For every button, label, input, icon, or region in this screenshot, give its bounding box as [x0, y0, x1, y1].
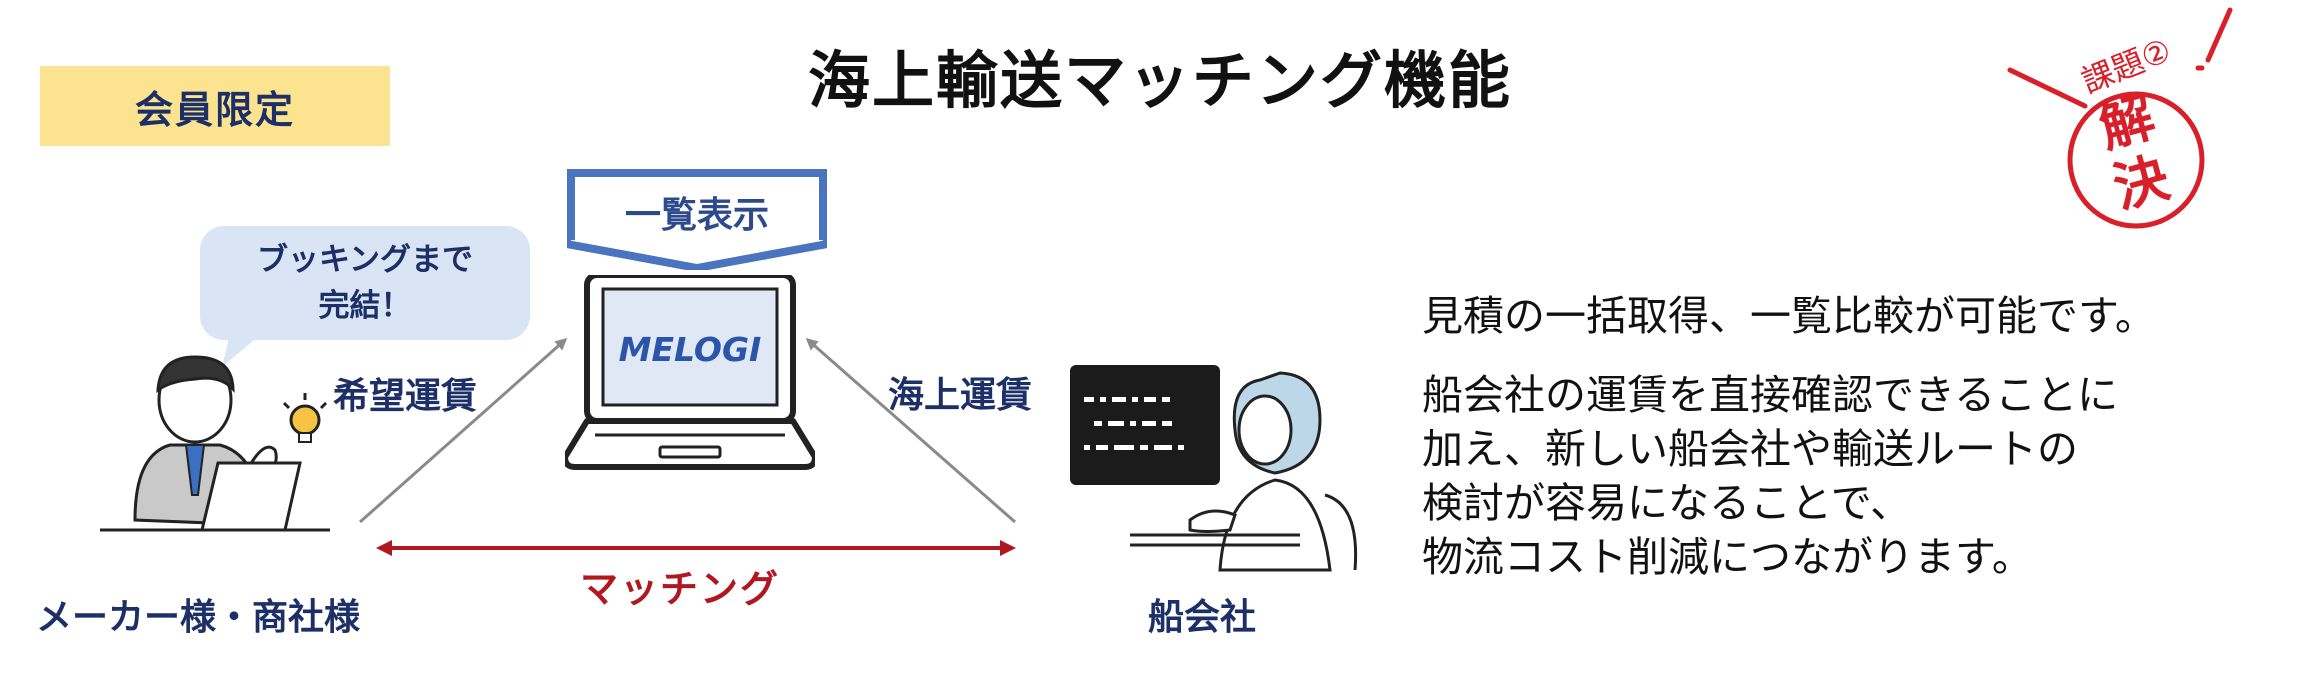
stamp-right-stroke [2205, 7, 2233, 63]
solved-stamp: 課題② 解 決 [2007, 7, 2233, 229]
laptop-illustration: MELOGI [565, 275, 815, 470]
bubble-line-2: 完結！ [318, 288, 412, 324]
ocean-fare-label: 海上運賃 [888, 375, 1033, 416]
booking-speech-bubble: ブッキングまで 完結！ [200, 226, 530, 340]
description-line-4: 物流コスト削減につながります。 [1422, 533, 2033, 581]
maker-trading-company-label: メーカー様・商社様 [36, 597, 361, 638]
list-view-label: 一覧表示 [567, 169, 827, 247]
feature-description: 船会社の運賃を直接確認できることに 加え、新しい船会社や輸送ルートの 検討が容易… [1422, 368, 2118, 584]
description-line-2: 加え、新しい船会社や輸送ルートの [1422, 425, 2078, 473]
laptop-logo: MELOGI [619, 330, 762, 369]
description-line-3: 検討が容易になることで、 [1422, 479, 1912, 527]
list-view-arrow [567, 240, 827, 270]
feature-headline: 見積の一括取得、一覧比較が可能です。 [1422, 292, 2156, 340]
lightbulb-icon [282, 393, 328, 443]
maker-to-platform-arrow [359, 338, 568, 524]
stamp-left-stroke [2007, 67, 2088, 109]
businessman-illustration [100, 355, 330, 532]
bubble-tail [222, 325, 272, 367]
members-only-badge: 会員限定 [40, 66, 390, 146]
stamp-circle [2067, 91, 2205, 229]
page-title: 海上輸送マッチング機能 [807, 44, 1512, 117]
bubble-line-1: ブッキングまで [256, 242, 474, 278]
shipping-staff-illustration [1070, 365, 1358, 572]
desired-fare-label: 希望運賃 [333, 376, 478, 417]
matching-label: マッチング [580, 567, 781, 611]
shipper-to-platform-arrow [805, 338, 1016, 524]
description-line-1: 船会社の運賃を直接確認できることに [1422, 371, 2119, 419]
shipping-company-label: 船会社 [1148, 597, 1257, 638]
